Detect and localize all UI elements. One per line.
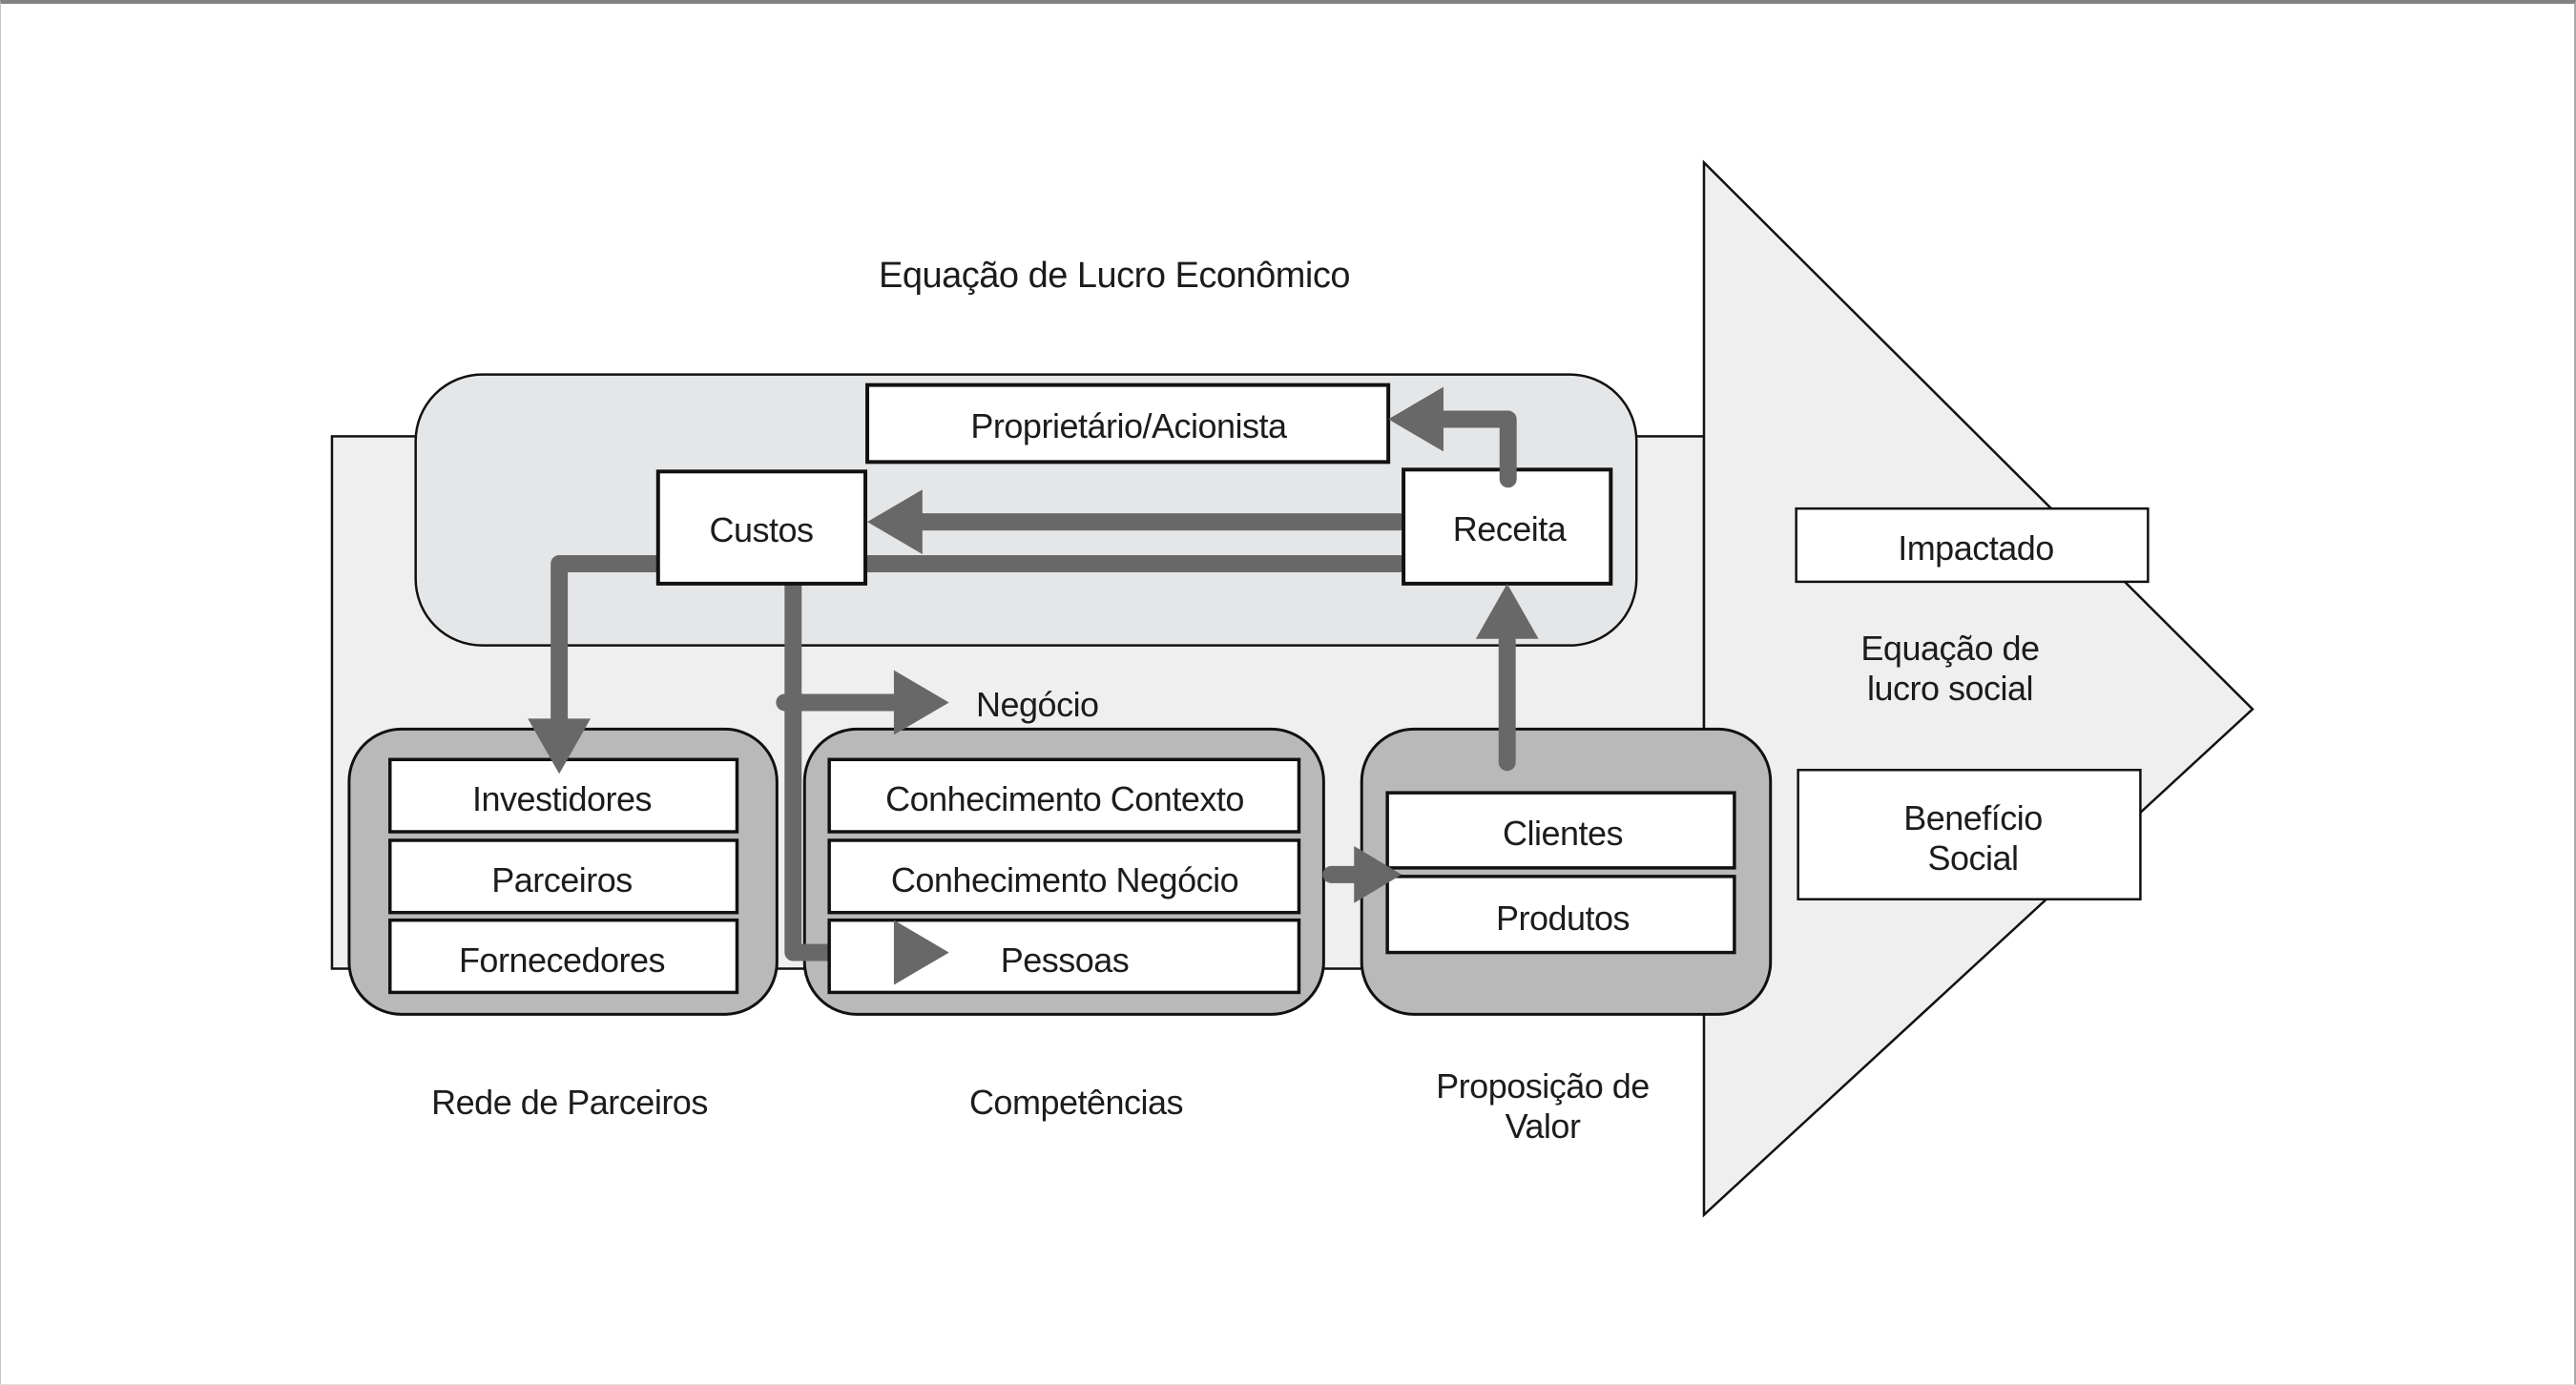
label-investidores: Investidores — [471, 779, 653, 818]
arrowhead-into-investidores — [528, 718, 592, 775]
arrowhead-into-receita — [1475, 583, 1539, 639]
label-parceiros: Parceiros — [491, 860, 633, 899]
node-boxes — [388, 382, 2150, 995]
node-fornecedores — [388, 918, 739, 995]
label-fornecedores: Fornecedores — [458, 941, 666, 980]
arrowhead-into-custos — [867, 489, 923, 555]
caption-proposicao-line2: Valor — [1505, 1106, 1581, 1146]
flow-arrow-head — [1702, 159, 2254, 1218]
connector-overlays — [528, 386, 1539, 985]
label-impactado: Impactado — [1898, 528, 2054, 568]
label-negocio: Negócio — [976, 685, 1099, 724]
diagram-shapes — [330, 159, 2254, 1218]
connector-receita-to-investidores — [551, 555, 1409, 730]
arrowhead-into-proprietario — [1388, 386, 1444, 452]
label-beneficio-social-line1: Benefício — [1903, 798, 2043, 837]
label-clientes: Clientes — [1502, 814, 1624, 853]
node-proprietario-acionista — [865, 382, 1391, 465]
node-receita — [1402, 467, 1613, 586]
node-conhecimento-negocio — [827, 838, 1301, 915]
node-custos — [655, 469, 868, 586]
caption-competencias: Competências — [968, 1083, 1184, 1122]
arrowhead-negocio — [893, 670, 949, 735]
node-investidores — [388, 757, 739, 834]
node-conhecimento-contexto — [827, 757, 1301, 834]
caption-rede-de-parceiros: Rede de Parceiros — [431, 1083, 708, 1122]
diagram-title: Equação de Lucro Econômico — [879, 256, 1351, 296]
caption-proposicao-line1: Proposição de — [1436, 1066, 1650, 1106]
label-beneficio-social-line2: Social — [1927, 838, 2019, 878]
label-equacao-lucro-social-line2: lucro social — [1866, 669, 2034, 708]
node-beneficio-social — [1797, 768, 2142, 901]
container-proposicao-valor — [1360, 727, 1773, 1016]
node-impactado — [1795, 506, 2150, 584]
label-beneficio-social: Benefício Social — [1903, 798, 2043, 879]
label-equacao-lucro-social: Equação de lucro social — [1860, 629, 2040, 709]
node-produtos — [1385, 875, 1736, 955]
label-proprietario-acionista: Proprietário/Acionista — [970, 406, 1287, 445]
label-produtos: Produtos — [1495, 899, 1631, 938]
connector-receita-to-proprietario — [1434, 410, 1517, 488]
label-pessoas: Pessoas — [1000, 941, 1130, 980]
node-parceiros — [388, 838, 739, 915]
label-equacao-lucro-social-line1: Equação de — [1860, 629, 2040, 668]
arrowhead-into-clientes — [1354, 845, 1402, 903]
label-conhecimento-negocio: Conhecimento Negócio — [890, 860, 1239, 899]
label-conhecimento-contexto: Conhecimento Contexto — [885, 779, 1244, 818]
label-receita: Receita — [1452, 509, 1567, 548]
arrowhead-into-pessoas — [893, 920, 949, 985]
label-custos: Custos — [709, 510, 814, 549]
arrow-heads — [528, 386, 1539, 985]
node-clientes — [1385, 791, 1736, 870]
caption-proposicao-de-valor: Proposição de Valor — [1436, 1066, 1650, 1147]
